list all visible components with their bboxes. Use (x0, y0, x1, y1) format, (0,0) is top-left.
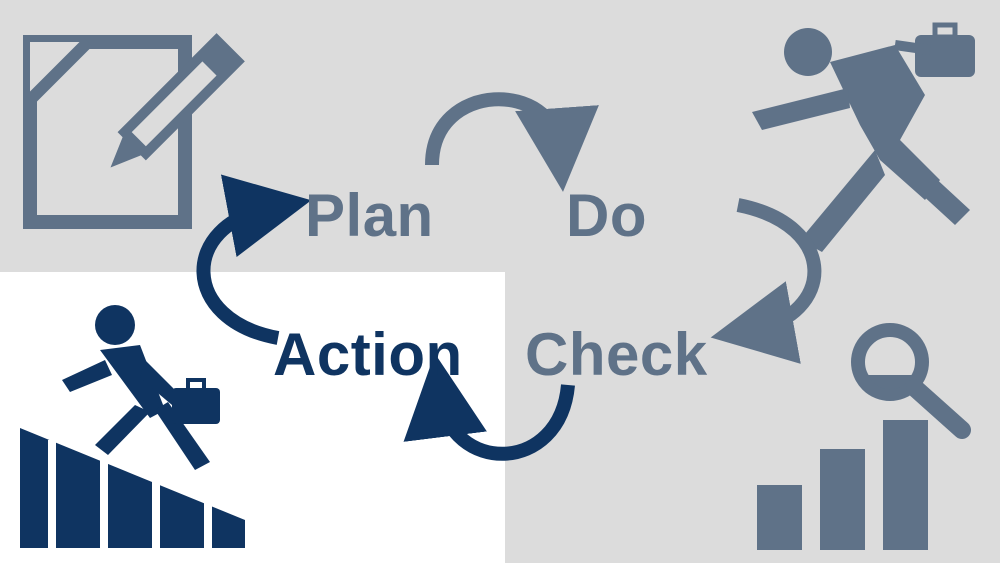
do-label: Do (566, 182, 647, 249)
document-pencil-icon (23, 33, 245, 229)
running-businessman-icon (752, 22, 975, 252)
action-label: Action (273, 321, 463, 388)
plan-label: Plan (305, 182, 434, 249)
arrow-check-to-action (403, 353, 575, 461)
arrow-plan-to-do (425, 92, 599, 192)
bar-chart-magnifier-icon (757, 323, 971, 550)
check-label: Check (525, 321, 708, 388)
arrow-do-to-check (710, 198, 822, 364)
arrow-action-to-plan (196, 174, 312, 345)
climbing-stairs-businessman-icon (20, 305, 245, 550)
